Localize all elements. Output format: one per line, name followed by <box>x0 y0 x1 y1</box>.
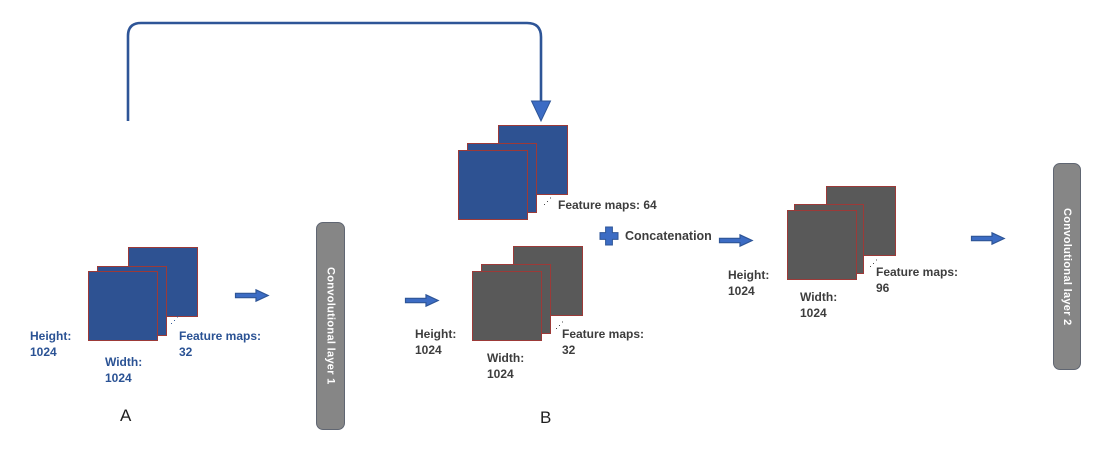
feature-maps-value: 32 <box>179 345 193 359</box>
conv-layer-1-label: Convolutional layer 1 <box>324 267 337 385</box>
stack-ellipsis-icon: ⋰ <box>869 258 878 268</box>
feature-maps-label: Feature maps: 32 <box>562 326 644 358</box>
width-label: Width: 1024 <box>487 350 524 382</box>
arrow-conv1-to-b <box>404 293 440 308</box>
arrow-a-to-conv1 <box>234 288 270 303</box>
height-label: Height: 1024 <box>728 267 769 299</box>
height-value: 1024 <box>415 343 442 357</box>
conv-layer-2: Convolutional layer 2 <box>1053 163 1081 370</box>
width-value: 1024 <box>800 306 827 320</box>
arrow-c-to-conv2 <box>970 231 1006 246</box>
width-label: Width: 1024 <box>800 289 837 321</box>
feature-maps-label-text: Feature maps: <box>876 265 959 279</box>
feature-map-square <box>458 150 528 220</box>
feature-maps-text: Feature maps: 64 <box>558 198 657 212</box>
feature-maps-label-text: Feature maps: <box>179 329 262 343</box>
width-label-text: Width: <box>105 355 143 369</box>
height-label: Height: 1024 <box>30 328 71 360</box>
width-value: 1024 <box>105 371 132 385</box>
height-label-text: Height: <box>728 268 770 282</box>
feature-maps-value: 32 <box>562 343 576 357</box>
stack-ellipsis-icon: ⋰ <box>555 320 564 330</box>
width-label-text: Width: <box>800 290 838 304</box>
group-b-caption: B <box>540 408 552 427</box>
width-label-text: Width: <box>487 351 525 365</box>
stack-ellipsis-icon: ⋰ <box>543 196 552 206</box>
width-value: 1024 <box>487 367 514 381</box>
concatenation-label: Concatenation <box>625 229 712 243</box>
height-label-text: Height: <box>415 327 457 341</box>
conv-layer-2-label: Convolutional layer 2 <box>1061 207 1073 326</box>
width-label: Width: 1024 <box>105 354 142 386</box>
conv-layer-1: Convolutional layer 1 <box>316 222 345 430</box>
feature-maps-label-text: Feature maps: <box>562 327 645 341</box>
feature-maps-value: 96 <box>876 281 890 295</box>
plus-icon <box>599 226 619 246</box>
feature-maps-label: Feature maps: 32 <box>179 328 261 360</box>
arrow-b-to-c <box>718 233 754 248</box>
feature-map-square <box>88 271 158 341</box>
height-value: 1024 <box>30 345 57 359</box>
group-a-caption: A <box>120 406 132 425</box>
feature-maps-label: Feature maps: 64 <box>558 197 657 213</box>
feature-maps-label: Feature maps: 96 <box>876 264 958 296</box>
height-value: 1024 <box>728 284 755 298</box>
feature-map-square <box>787 210 857 280</box>
height-label: Height: 1024 <box>415 326 456 358</box>
feature-map-square <box>472 271 542 341</box>
height-label-text: Height: <box>30 329 72 343</box>
stack-ellipsis-icon: ⋰ <box>170 315 179 325</box>
